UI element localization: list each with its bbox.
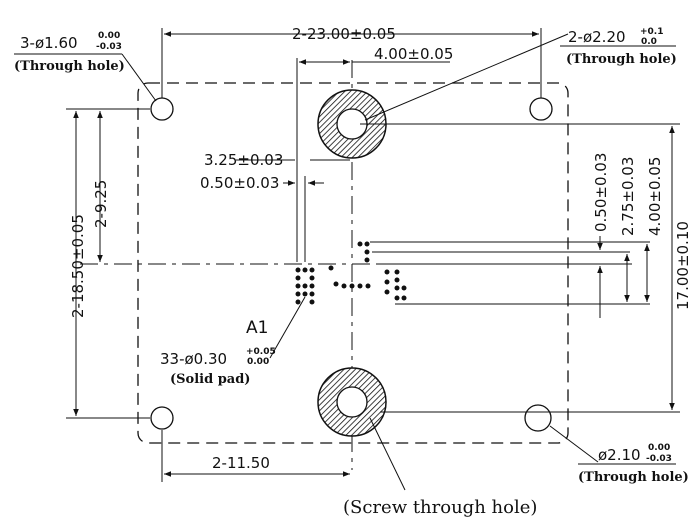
- bottom-hole-tol-lower: -0.03: [646, 454, 672, 464]
- dim-right-total: 17.00±0.10: [674, 221, 692, 310]
- dim-screw-hole: 2-ø2.20: [568, 28, 626, 46]
- solid-pads: [295, 241, 407, 305]
- pads-note: (Solid pad): [170, 372, 250, 387]
- dim-width-total: 2-23.00±0.05: [292, 25, 396, 43]
- screw-hole-note: (Through hole): [566, 52, 677, 67]
- corner-hole-bottom-left: [150, 406, 174, 430]
- dim-pads: 33-ø0.30: [160, 350, 227, 368]
- corner-hole-top-left: [150, 97, 174, 121]
- dim-corner-holes: 3-ø1.60: [20, 34, 78, 52]
- screw-hole-bottom: [336, 386, 368, 418]
- dim-pad-x2: 0.50±0.03: [200, 174, 279, 192]
- screw-note: (Screw through hole): [343, 497, 537, 518]
- corner-hole-bottom-right: [524, 404, 552, 432]
- corner-holes-note: (Through hole): [14, 59, 125, 74]
- dim-right-c: 4.00±0.05: [646, 157, 664, 236]
- dim-right-b: 2.75±0.03: [619, 157, 637, 236]
- corner-holes-tol-lower: -0.03: [96, 42, 122, 52]
- dim-height-total: 2-18.50±0.05: [69, 214, 87, 318]
- screw-hole-tol-upper: +0.1: [640, 27, 663, 37]
- corner-hole-top-right: [529, 97, 553, 121]
- pin-label: A1: [246, 318, 268, 338]
- dim-bottom-hole: ø2.10: [598, 446, 641, 464]
- bottom-hole-tol-upper: 0.00: [648, 443, 670, 453]
- screw-hole-tol-lower: 0.0: [641, 37, 657, 47]
- dim-center-offset: 4.00±0.05: [374, 45, 453, 63]
- board-outline: [137, 82, 569, 444]
- dim-height-half: 2-9.25: [92, 180, 110, 228]
- dim-pad-x1: 3.25±0.03: [204, 151, 283, 169]
- dim-right-a: 0.50±0.03: [592, 153, 610, 232]
- pads-tol-upper: +0.05: [246, 347, 276, 357]
- bottom-hole-note: (Through hole): [578, 470, 689, 485]
- pads-tol-lower: 0.00: [247, 357, 269, 367]
- dim-bottom-offset: 2-11.50: [212, 454, 270, 472]
- corner-holes-tol-upper: 0.00: [98, 31, 120, 41]
